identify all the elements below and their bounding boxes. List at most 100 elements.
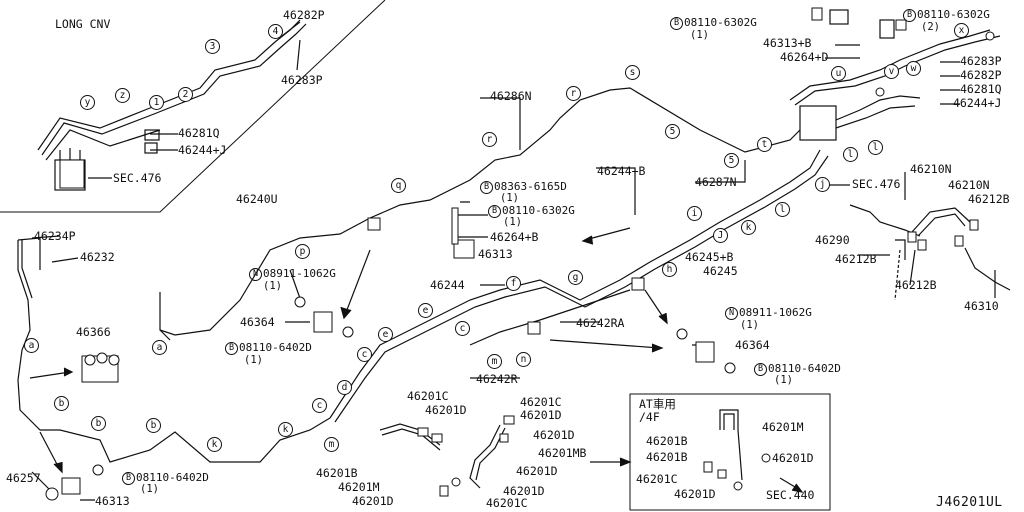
label-46212B-b: 46212B xyxy=(835,252,877,266)
callout-a-2: a xyxy=(152,340,167,355)
label-46264B-a: 46264+B xyxy=(490,230,539,244)
arrow-to-46364 xyxy=(344,249,371,316)
label-46242R: 46242R xyxy=(476,372,518,386)
callout-5-a: 5 xyxy=(665,124,680,139)
callout-m-2: m xyxy=(324,437,339,452)
callout-f: f xyxy=(506,276,521,291)
label-46242RA: 46242RA xyxy=(576,316,625,330)
label-sec440: SEC.440 xyxy=(766,488,815,502)
fastener-n1-qty: (1) xyxy=(263,280,282,292)
callout-l-3: l xyxy=(775,202,790,217)
callout-w: w xyxy=(906,61,921,76)
label-46210N-b: 46210N xyxy=(948,178,990,192)
callout-5-b: 5 xyxy=(724,153,739,168)
callout-v: v xyxy=(884,64,899,79)
callout-q: q xyxy=(391,178,406,193)
label-46282P-b: 46282P xyxy=(960,68,1002,82)
callout-b-1: b xyxy=(54,396,69,411)
callout-y: y xyxy=(80,95,95,110)
callout-s: s xyxy=(625,65,640,80)
callout-a-1: a xyxy=(24,338,39,353)
label-46313-b: 46313 xyxy=(478,247,513,261)
callout-J: J xyxy=(713,228,728,243)
label-46287N: 46287N xyxy=(695,175,737,189)
label-46210N-a: 46210N xyxy=(910,162,952,176)
tube-46242R xyxy=(334,155,829,423)
label-46244J-a: 46244+J xyxy=(178,143,227,157)
label-46234P: 46234P xyxy=(34,229,76,243)
callout-r-1: r xyxy=(566,86,581,101)
hose-46210N xyxy=(911,207,971,233)
tube-46244 xyxy=(329,149,821,419)
hose-46201M xyxy=(379,423,441,446)
label-46201D-b: 46201D xyxy=(352,494,394,508)
callout-e-1: e xyxy=(418,303,433,318)
label-46201D-d: 46201D xyxy=(533,428,575,442)
callout-z: z xyxy=(115,88,130,103)
part-46364-left xyxy=(313,311,333,333)
part-46313-left xyxy=(61,477,81,495)
label-46201D-g: 46201D xyxy=(772,451,814,465)
callout-b-2: b xyxy=(91,416,106,431)
arrow-to-46366 xyxy=(29,371,71,379)
callout-p: p xyxy=(295,244,310,259)
fastener-b2-qty: (2) xyxy=(921,21,940,33)
label-46212B-a: 46212B xyxy=(968,192,1010,206)
label-46364-b: 46364 xyxy=(735,338,770,352)
label-46264D: 46264+D xyxy=(780,50,829,64)
callout-j: j xyxy=(815,177,830,192)
callout-n: n xyxy=(516,352,531,367)
hose-46201MB xyxy=(469,424,501,489)
callout-4: 4 xyxy=(268,24,283,39)
callout-r-2: r xyxy=(482,132,497,147)
label-46240U: 46240U xyxy=(236,192,278,206)
label-46201D-a: 46201D xyxy=(425,403,467,417)
callout-1: 1 xyxy=(149,95,164,110)
abs-actuator xyxy=(799,105,837,141)
fastener-b1-qty: (1) xyxy=(690,29,709,41)
fastener-b3-qty: (1) xyxy=(500,192,519,204)
arrow-to-46364c xyxy=(549,339,661,349)
fastener-b5-qty: (1) xyxy=(244,354,263,366)
callout-3: 3 xyxy=(205,39,220,54)
label-46282P-a: 46282P xyxy=(283,8,325,22)
tube-46234P xyxy=(17,240,331,463)
fastener-b4-qty: (1) xyxy=(503,216,522,228)
inset-at-title-2: /4F xyxy=(639,410,660,424)
callout-2: 2 xyxy=(178,87,193,102)
callout-b-3: b xyxy=(146,418,161,433)
label-46245B: 46245+B xyxy=(685,250,734,264)
tube-46242RA xyxy=(469,289,631,346)
label-46201B-c: 46201B xyxy=(646,450,688,464)
label-46283P-a: 46283P xyxy=(281,73,323,87)
callout-x: x xyxy=(954,23,969,38)
label-sec476-a: SEC.476 xyxy=(113,171,162,185)
callout-e-2: e xyxy=(378,327,393,342)
label-46257: 46257 xyxy=(6,471,41,485)
label-46212B-c: 46212B xyxy=(895,278,937,292)
callout-g: g xyxy=(568,270,583,285)
label-46201B-a: 46201B xyxy=(316,466,358,480)
label-46313-a: 46313 xyxy=(95,494,130,508)
label-46201B-b: 46201B xyxy=(646,434,688,448)
hose-AT-46201M xyxy=(719,409,743,481)
fastener-n2-qty: (1) xyxy=(740,319,759,331)
label-46201D-h: 46201D xyxy=(674,487,716,501)
label-46290: 46290 xyxy=(815,233,850,247)
fastener-b6-qty: (1) xyxy=(140,483,159,495)
label-46366: 46366 xyxy=(76,325,111,339)
label-46244J-b: 46244+J xyxy=(953,96,1002,110)
callout-i: i xyxy=(687,206,702,221)
label-46286N: 46286N xyxy=(490,89,532,103)
inset-tube-b xyxy=(41,23,307,156)
label-46313B: 46313+B xyxy=(763,36,812,50)
